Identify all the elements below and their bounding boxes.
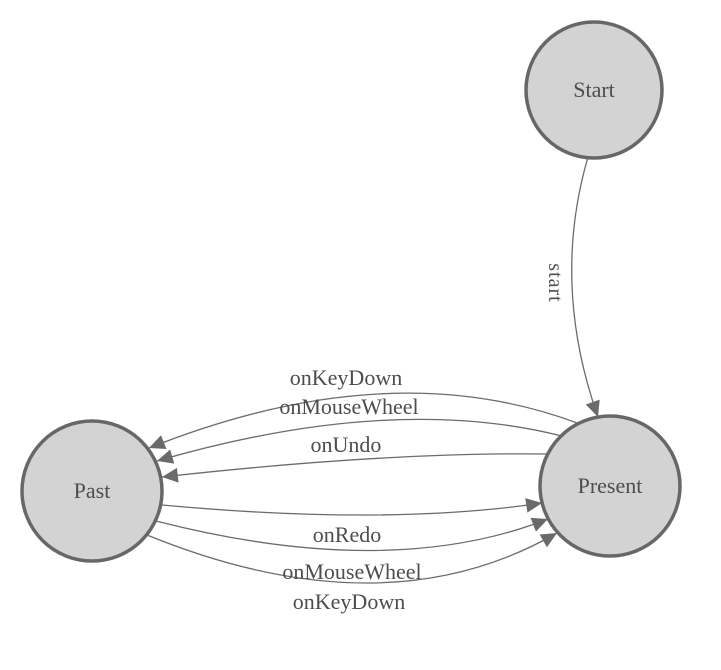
edge-past-to-present-onredo <box>161 498 543 516</box>
node-start-circle <box>524 20 664 160</box>
edge-past-to-present-onmousewheel <box>155 517 549 552</box>
edge-label-onundo: onUndo <box>311 432 382 457</box>
edge-label-onkeydown-top: onKeyDown <box>290 365 402 390</box>
edge-label-onredo: onRedo <box>313 522 381 547</box>
node-start-label: Start <box>573 77 615 102</box>
edge-present-to-past-onkeydown <box>148 392 581 449</box>
node-present-label: Present <box>578 473 643 498</box>
edge-present-to-past-onundo <box>161 453 549 483</box>
edge-label-onmousewheel-bottom: onMouseWheel <box>282 559 421 584</box>
node-label-group: Start Past Present <box>74 77 643 503</box>
edge-label-start: start <box>544 263 566 302</box>
edge-label-onmousewheel-top: onMouseWheel <box>279 394 418 419</box>
edge-present-to-past-onmousewheel <box>156 418 563 464</box>
node-present-circle <box>538 414 682 558</box>
edge-label-group: start onKeyDown onMouseWheel onUndo onRe… <box>279 263 566 614</box>
node-past-circle <box>20 419 164 563</box>
node-past-label: Past <box>74 478 111 503</box>
edge-start-to-present <box>571 156 600 418</box>
edge-past-to-present-onkeydown <box>146 532 558 584</box>
edge-group <box>146 156 600 584</box>
node-group <box>20 20 682 563</box>
edge-label-onkeydown-bottom: onKeyDown <box>293 589 405 614</box>
